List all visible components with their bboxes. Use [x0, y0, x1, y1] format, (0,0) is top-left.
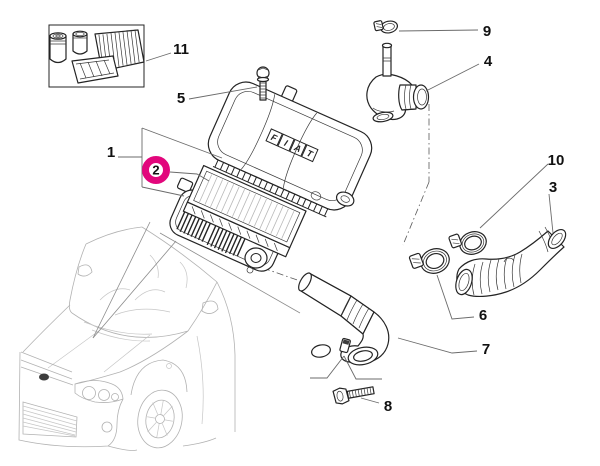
callout-1[interactable]: 1: [107, 144, 115, 161]
callout-numbers: 1 2 3 4 5 6 7 8 9 10 11: [107, 23, 565, 415]
air-cleaner-top-cover: F I A T: [207, 81, 373, 218]
car-left-mirror: [77, 264, 93, 277]
callout-6[interactable]: 6: [479, 307, 487, 324]
air-filter-element: [182, 164, 307, 258]
callout-leader-lines: [118, 29, 554, 404]
location-wedge-lines: [92, 221, 301, 339]
car-outline-drawing: [18, 226, 236, 451]
mounting-bolt-8: [332, 386, 375, 405]
callout-2[interactable]: 2: [152, 163, 159, 178]
callout-5[interactable]: 5: [177, 90, 185, 107]
car-badge: [39, 373, 49, 381]
breather-hose-4: [366, 42, 430, 123]
kit-flat-filter-element: [71, 55, 119, 84]
oil-filter-cartridge-1: [49, 32, 67, 64]
callout-9[interactable]: 9: [483, 23, 491, 40]
callout-11[interactable]: 11: [173, 41, 189, 58]
air-intake-duct-7: [298, 272, 390, 380]
fiat-logo: F I A T: [265, 128, 319, 163]
housing-outlet-port: [244, 247, 268, 274]
mounting-bolt-5: [256, 66, 270, 101]
callout-4[interactable]: 4: [484, 53, 493, 70]
hose-clamp-6: [408, 248, 450, 274]
hose-clamp-10: [448, 231, 487, 255]
fiat-letter-a: A: [292, 142, 303, 154]
callout-7[interactable]: 7: [482, 341, 490, 358]
car-front-wheel: [137, 389, 183, 449]
callout-8[interactable]: 8: [384, 398, 392, 415]
fiat-letter-f: F: [269, 132, 279, 144]
callout-10[interactable]: 10: [548, 152, 565, 169]
hose-clamp-9: [373, 20, 399, 34]
callout-3[interactable]: 3: [549, 179, 557, 196]
service-kit-box: [48, 24, 145, 88]
callout-2-highlight-ring[interactable]: [142, 156, 170, 184]
corrugated-intake-hose-3: [455, 226, 567, 298]
callout-2-highlighted[interactable]: 2: [142, 156, 170, 184]
car-right-mirror: [201, 300, 219, 314]
oil-filter-cartridge-2: [72, 30, 88, 55]
duct-bracket: [339, 337, 351, 354]
fiat-letter-i: I: [283, 138, 290, 148]
fiat-letter-t: T: [305, 148, 315, 160]
cover-outlet-port: [335, 191, 355, 207]
